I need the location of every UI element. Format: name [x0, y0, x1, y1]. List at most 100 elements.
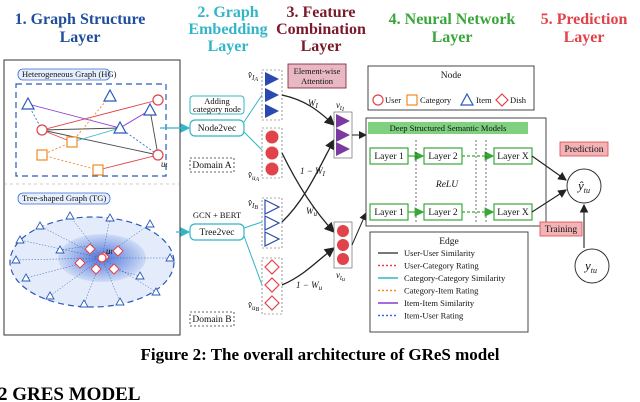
feature-combination-layer: Element-wise Attention WI 1 − WI Wu 1 − …: [281, 63, 367, 292]
weight-1-wu-label: 1 − Wu: [296, 280, 323, 292]
node2vec-to-user-a: [243, 131, 263, 151]
bottom-to-pred-arrow: [531, 189, 567, 213]
edge-legend-label: User-Category Rating: [404, 261, 479, 271]
tg-user-node: [97, 253, 107, 263]
training-label: Training: [545, 225, 578, 235]
layer-1-subtitle: Layer: [60, 29, 101, 46]
edge-legend-label: Item-Item Similarity: [404, 298, 475, 308]
legend-dish-label: Dish: [510, 95, 527, 105]
section-heading: 2 GRES MODEL: [0, 384, 141, 402]
adding-category-box: [189, 95, 245, 115]
bottom-layer1-label: Layer 1: [374, 208, 404, 218]
graph-embedding-layer: Adding category node Node2vec GCN + BERT…: [160, 69, 283, 315]
tg-nodes: [11, 211, 175, 308]
training-box: [539, 221, 583, 237]
y-label: ytu: [583, 258, 597, 275]
layer-4-subtitle: Layer: [432, 29, 473, 46]
tg-dish-nodes: [74, 243, 124, 275]
node2vec-to-item-a: [243, 94, 263, 123]
layer-2-title: 2. Graph: [197, 4, 258, 21]
dssm-header: [368, 122, 528, 134]
weight-wu-label: Wu: [306, 206, 318, 218]
attention-box: [287, 63, 347, 89]
weight-paths: [281, 94, 336, 286]
layer-4-title: 4. Neural Network: [389, 11, 516, 28]
bottom-layer2-label: Layer 2: [428, 208, 458, 218]
neural-network-layer: Deep Structured Semantic Models Layer 1 …: [365, 117, 547, 227]
gcn-bert-label: GCN + BERT: [193, 210, 242, 220]
edge-legend-label: Category-Item Rating: [404, 286, 479, 296]
relu-label: ReLU: [435, 180, 459, 190]
legend-category-icon: [406, 94, 418, 106]
comb-user-cells: [337, 225, 349, 265]
y-node: [574, 248, 610, 284]
legend-item-label: Item: [476, 95, 492, 105]
emb-item-a-label: v̂IA: [248, 70, 258, 83]
layer-5-subtitle: Layer: [564, 29, 605, 46]
bottom-layerx-label: Layer X: [497, 208, 529, 218]
layer-3-subtitle: Combination: [276, 21, 366, 38]
layer-2-subtitle: Embedding: [188, 21, 267, 38]
top-layerx-label: Layer X: [497, 152, 529, 162]
figure-caption: Figure 2: The overall architecture of GR…: [141, 345, 500, 364]
emb-user-a-label: v̂uA: [248, 170, 260, 183]
comb-user-arrow: [351, 212, 367, 246]
edge-legend-title: Edge: [439, 237, 459, 247]
adding-category-label-1: Adding: [204, 96, 230, 106]
layer-3-subtitle-2: Layer: [301, 38, 342, 55]
top-to-pred-arrow: [531, 155, 567, 181]
layer-1-title: 1. Graph Structure: [15, 11, 146, 28]
edge-legend-label: Category-Category Similarity: [404, 273, 506, 283]
emb-user-b-label: v̂uB: [248, 300, 260, 313]
tree2vec-to-user-b: [243, 235, 263, 286]
dssm-label: Deep Structured Semantic Models: [390, 123, 507, 133]
domain-a-label: Domain A: [192, 161, 231, 171]
tg-label: Tree-shaped Graph (TG): [22, 193, 106, 203]
hg-nodes: [20, 88, 164, 176]
hg-user-label: ut: [161, 159, 169, 169]
graph-layer-frame: [3, 59, 181, 336]
layer-2-subtitle-2: Layer: [208, 38, 249, 55]
top-layer1-label: Layer 1: [374, 152, 404, 162]
edge-legend-label: Item-User Rating: [404, 311, 464, 321]
domain-b-box: [189, 311, 235, 327]
prediction-layer: Prediction ŷtu Training ytu: [531, 141, 610, 284]
hg-label-box: [17, 68, 111, 81]
emb-user-b-cells: [264, 259, 280, 311]
comb-item-cells: [336, 114, 350, 156]
top-layer2-label: Layer 2: [428, 152, 458, 162]
legend-dish-icon: [495, 93, 509, 107]
comb-user-label: vtu: [336, 270, 345, 283]
emb-user-a-cells: [265, 130, 279, 176]
node2vec-label: Node2vec: [198, 124, 237, 134]
nn-top-row: Layer 1 Layer 2 Layer X: [369, 147, 533, 165]
edge-legend-frame: [369, 231, 529, 333]
emb-item-b-label: v̂IB: [248, 198, 258, 211]
tree2vec-label: Tree2vec: [200, 228, 235, 238]
layer-3-title: 3. Feature: [286, 4, 355, 21]
node-legend-title: Node: [441, 71, 462, 81]
domain-b-label: Domain B: [192, 315, 231, 325]
attention-label-1: Element-wise: [294, 66, 341, 76]
hg-label: Heterogeneous Graph (HG): [22, 69, 117, 79]
edge-legend-label: User-User Similarity: [404, 248, 476, 258]
y-hat-node: [566, 168, 602, 204]
adding-category-label-2: category node: [193, 104, 241, 114]
weight-wi-label: WI: [308, 98, 319, 110]
nn-bottom-row: Layer 1 Layer 2 Layer X: [369, 203, 533, 221]
prediction-label: Prediction: [564, 145, 603, 155]
legend-user-label: User: [385, 95, 401, 105]
legend-category-label: Category: [420, 95, 452, 105]
domain-a-box: [189, 157, 235, 173]
node-legend-frame: [367, 65, 535, 111]
tg-label-box: [17, 192, 111, 205]
y-hat-label: ŷtu: [576, 178, 590, 195]
comb-item-label: vtI: [336, 100, 345, 113]
legend-user-icon: [372, 94, 384, 106]
graph-structure-layer: Heterogeneous Graph (HG): [3, 59, 235, 336]
layer-headings: 1. Graph Structure Layer 2. Graph Embedd…: [15, 4, 628, 55]
weight-1-wi-label: 1 − WI: [300, 166, 326, 178]
